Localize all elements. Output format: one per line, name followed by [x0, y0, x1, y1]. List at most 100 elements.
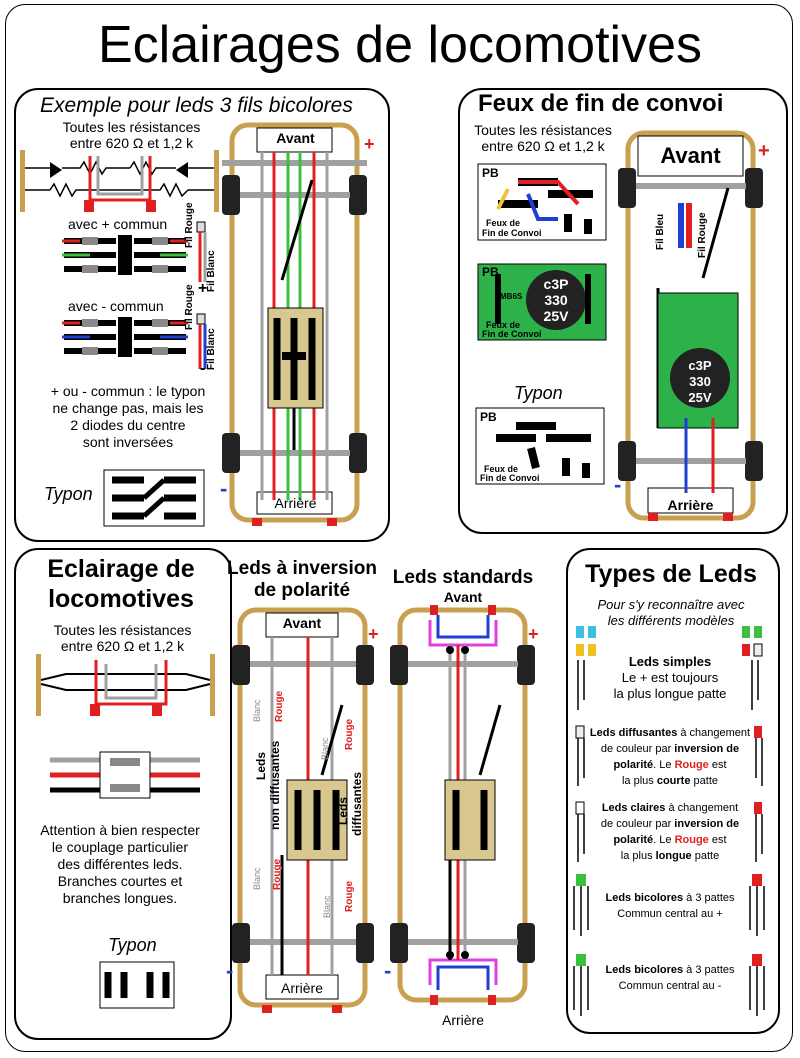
panel5-minus-loco: - — [384, 958, 392, 983]
panel6-title: Types de Leds — [585, 560, 757, 588]
panel4-blanc-3: Blanc — [252, 867, 262, 890]
panel6-claires-l4a: la plus — [620, 850, 656, 862]
panel3-title-1: Eclairage de — [47, 555, 195, 583]
panel1-pcb-plus — [60, 235, 190, 281]
panel4-loco — [232, 607, 374, 1013]
panel2-arriere-label: Arrière — [667, 497, 714, 513]
panel6-bico2-bold: Leds bicolores — [605, 964, 684, 976]
page-frame — [5, 4, 793, 1052]
panel6-diff-l2b: inversion de — [674, 743, 740, 755]
panel1-minus-1: - — [200, 360, 206, 377]
panel2-pb-3: PB — [480, 410, 497, 424]
panel6-diff-l4a: la plus — [621, 775, 657, 787]
panel3-res-line2: entre 620 Ω et 1,2 k — [60, 638, 185, 654]
panel4-title-1: Leds à inversion — [227, 558, 377, 579]
panel2-title: Feux de fin de convoi — [478, 90, 724, 117]
panel2-feux-de-2: Feux de — [486, 320, 521, 330]
panel3-typon-label: Typon — [108, 935, 157, 955]
panel3-res-line1: Toutes les résistances — [53, 622, 192, 638]
panel3-resistor-schematic — [36, 654, 215, 716]
panel2-cap-1: c3P — [543, 276, 569, 292]
panel6-diff-l4c: patte — [690, 775, 718, 787]
panel1-typon-label: Typon — [44, 484, 93, 504]
panel6-leds-bico1-icons — [573, 874, 765, 936]
panel1-avec-moins: avec - commun — [68, 298, 164, 314]
panel6-claires-l1b: à changement — [665, 802, 739, 814]
panel3-pcb — [50, 751, 200, 799]
panel6-claires-l2a: de couleur par — [600, 818, 675, 830]
panel1-resistor-schematic — [20, 150, 219, 212]
panel1-fil-blanc-1: Fil Blanc — [206, 250, 217, 292]
panel4-rouge-2: Rouge — [344, 718, 355, 750]
panel6-bico1-l2: Commun central au + — [617, 908, 723, 920]
panel6-claires-l2b: inversion de — [674, 818, 740, 830]
panel6-diff-l3b: . Le — [653, 759, 675, 771]
panel1-avec-plus: avec + commun — [68, 216, 168, 232]
panel6-leds-claires-icons — [575, 801, 763, 862]
panel6-simple-l2: Le + est toujours — [621, 670, 719, 685]
panel5-arriere-label: Arrière — [441, 1012, 484, 1028]
panel2-cap-2: 330 — [544, 292, 568, 308]
panel4-blanc-4: Blanc — [322, 895, 332, 918]
panel6-claires-text: Leds claires à changement de couleur par… — [584, 800, 756, 864]
panel6-bico2-l2: Commun central au - — [618, 980, 722, 992]
panel4-blanc-1: Blanc — [252, 699, 262, 722]
panel2-cap-loco-3: 25V — [688, 390, 712, 405]
panel2-pcb-green — [477, 263, 607, 341]
panel2-typon-black — [475, 407, 605, 485]
panel2-minus-loco: - — [614, 472, 622, 497]
panel6-simple-title: Leds simples — [628, 654, 712, 669]
panel3-note-5: branches longues. — [62, 890, 178, 906]
panel6-bico1-bold: Leds bicolores — [605, 892, 684, 904]
page-title: Eclairages de locomotives — [97, 16, 703, 74]
panel1-fil-rouge-1: Fil Rouge — [184, 202, 195, 248]
panel2-cap-loco-2: 330 — [689, 374, 711, 389]
panel6-simple-l3: la plus longue patte — [613, 686, 727, 701]
panel2-res-line2: entre 620 Ω et 1,2 k — [481, 138, 605, 154]
panel6-bico2-text: Leds bicolores à 3 pattes Commun central… — [584, 962, 756, 994]
panel6-claires-l4b: longue — [655, 850, 692, 862]
panel1-minus-loco: - — [220, 476, 228, 501]
panel3-title-2: locomotives — [48, 585, 194, 613]
panel1-loco — [222, 122, 367, 526]
panel1-pcb-moins — [60, 317, 190, 363]
panel5-title: Leds standards — [392, 567, 534, 588]
panel6-claires-l3c: Rouge — [674, 834, 709, 846]
panel4-rouge-4: Rouge — [344, 880, 355, 912]
panel2-cap-3: 25V — [543, 308, 569, 324]
panel4-arriere-label: Arrière — [280, 980, 323, 996]
panel2-fin-convoi-2: Fin de Convoi — [482, 329, 542, 339]
panel3-note-3: des différentes leds. — [57, 856, 183, 872]
panel5-avant-label: Avant — [443, 589, 483, 605]
panel6-bico2-rest: à 3 pattes — [683, 964, 735, 976]
panel6-leds-bico2-icons — [573, 954, 765, 1016]
panel6-claires-l3d: est — [708, 834, 727, 846]
panel1-note-2: ne change pas, mais les — [52, 400, 204, 416]
panel4-leds-diff-2: diffusantes — [350, 771, 364, 836]
panel2-avant-label: Avant — [660, 143, 721, 168]
panel2-mbs: MB6S — [500, 292, 523, 301]
panel2-fil-bleu: Fil Bleu — [655, 213, 666, 250]
panel2-feux-de-3: Feux de — [484, 464, 519, 474]
panel2-res-line1: Toutes les résistances — [474, 122, 612, 138]
panel6-leds-simple-icons — [576, 626, 763, 710]
panel2-loco — [618, 130, 763, 521]
panel2-cap-loco-1: c3P — [688, 358, 712, 373]
panel6-sub-1: Pour s'y reconnaître avec — [597, 597, 745, 612]
panel2-pb-2: PB — [482, 265, 499, 279]
panel4-leds-nondiff-1: Leds — [254, 751, 268, 780]
panel4-leds-diff-1: Leds — [336, 796, 350, 825]
panel1-note-4: sont inversées — [82, 434, 174, 450]
panel2-typon-label: Typon — [514, 383, 563, 403]
panel2-fin-convoi-3: Fin de Convoi — [480, 473, 540, 483]
panel3-typon — [99, 961, 175, 1009]
panel4-blanc-2: Blanc — [320, 737, 330, 760]
panel6-claires-l4c: patte — [691, 850, 720, 862]
panel2-plus-loco: + — [758, 140, 770, 162]
panel1-typon — [103, 469, 205, 527]
panel6-diff-l2a: de couleur par — [600, 743, 675, 755]
panel6-sub-2: les différents modèles — [607, 613, 735, 628]
panel1-note-3: 2 diodes du centre — [70, 417, 186, 433]
panel5-loco — [390, 605, 535, 1005]
panel4-minus-loco: - — [226, 958, 234, 983]
